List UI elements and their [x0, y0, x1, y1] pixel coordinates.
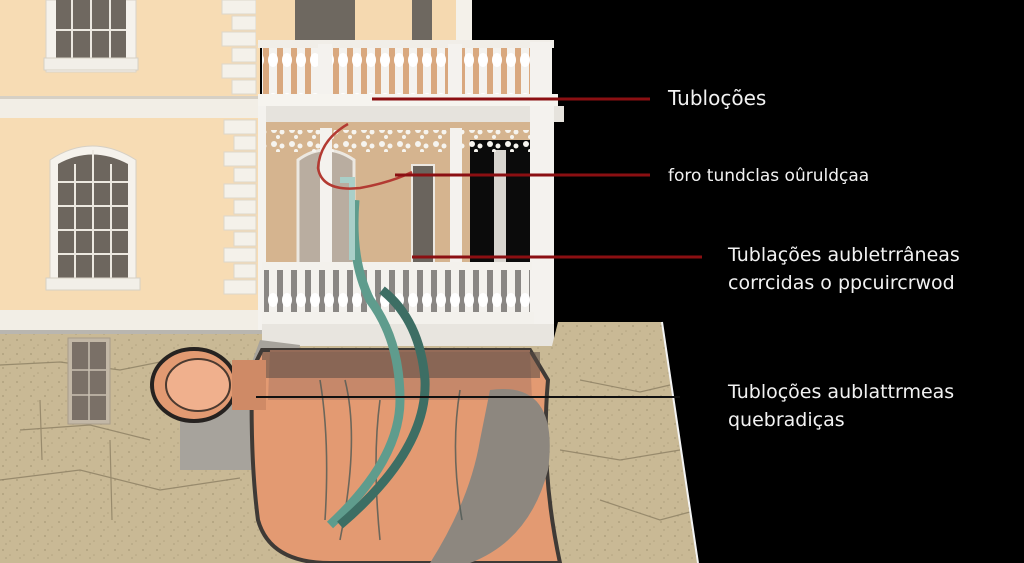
- balcony: [258, 40, 564, 376]
- callout-text-line-1: Tubloções aublattrmeas: [728, 381, 955, 403]
- callout-text-line-2: corrcidas o ppcuircrwod: [728, 272, 955, 294]
- callout-text: Tubloções: [668, 86, 767, 110]
- callout-upper-pipes: Tubloções: [668, 84, 766, 112]
- callout-text-line-2: quebradiças: [728, 409, 845, 431]
- callout-text-line-1: Tublações aubletrrâneas: [728, 244, 960, 266]
- callout-balcony-pipe: foro tundclas oûruldçaa: [668, 162, 869, 190]
- curled-pipe: [316, 122, 413, 190]
- leader-lines: [256, 97, 702, 398]
- callout-text: foro tundclas oûruldçaa: [668, 166, 870, 186]
- callout-corroded-pipes: Tublações aubletrrâneas corrcidas o ppcu…: [728, 241, 960, 297]
- soil-section: [0, 177, 699, 563]
- lower-window: [45, 145, 141, 291]
- house-facade: [0, 0, 472, 332]
- callout-broken-pipes: Tubloções aublattrmeas quebradiças: [728, 378, 954, 434]
- upper-window: [43, 0, 139, 73]
